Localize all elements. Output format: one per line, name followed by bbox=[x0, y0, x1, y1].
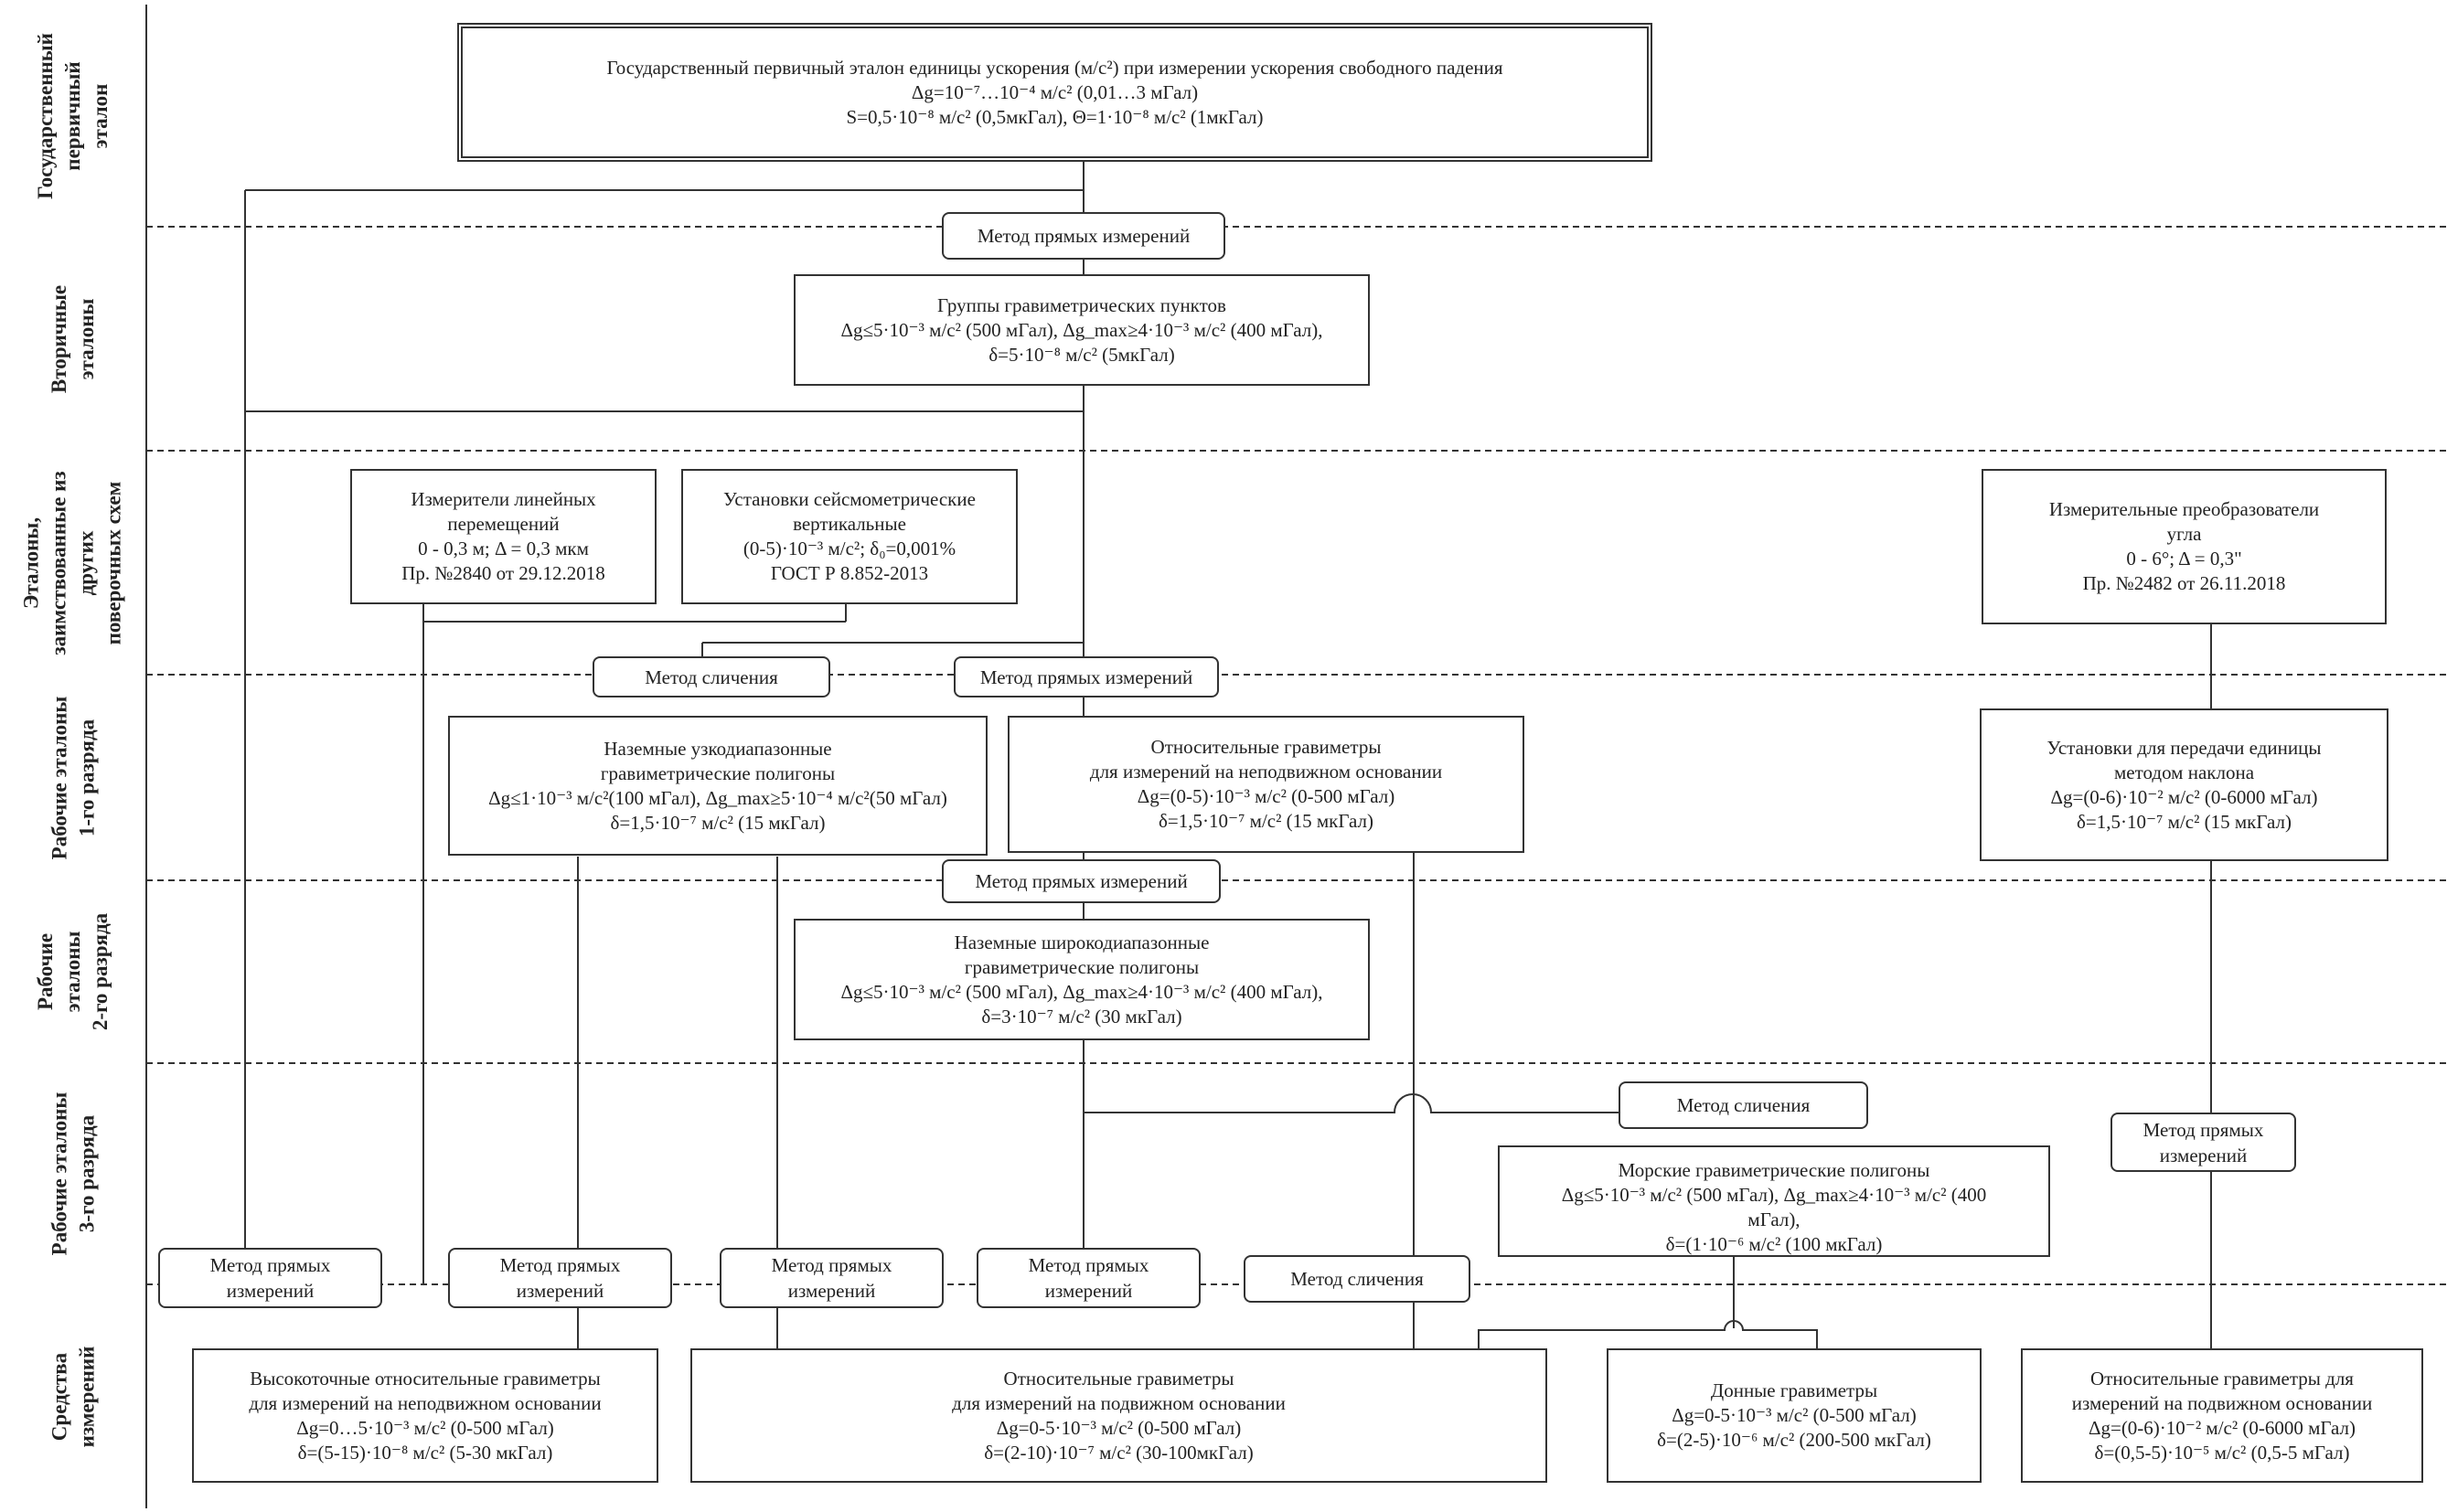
method-direct-measurement: Метод прямых измерений bbox=[158, 1248, 382, 1308]
method-direct-measurement: Метод прямых измерений bbox=[977, 1248, 1201, 1308]
method-direct-measurement: Метод прямых измерений bbox=[720, 1248, 944, 1308]
method-comparison: Метод сличения bbox=[1244, 1255, 1470, 1303]
primary-standard-box: Государственный первичный эталон единицы… bbox=[457, 23, 1652, 162]
relative-gravimeters-moving-box: Относительные гравиметры для измерений н… bbox=[690, 1348, 1547, 1483]
seismometric-installations-box: Установки сейсмометрические вертикальные… bbox=[681, 469, 1018, 604]
narrowband-polygons-box: Наземные узкодиапазонные гравиметрически… bbox=[448, 716, 988, 856]
method-comparison: Метод сличения bbox=[1619, 1081, 1868, 1129]
linear-displacement-box: Измерители линейных перемещений 0 - 0,3 … bbox=[350, 469, 657, 604]
marine-polygons-box: Морские гравиметрические полигоны Δg≤5·1… bbox=[1498, 1145, 2050, 1257]
bottom-gravimeters-box: Донные гравиметры Δg=0-5·10⁻³ м/с² (0-50… bbox=[1607, 1348, 1982, 1483]
method-direct-measurement: Метод прямых измерений bbox=[942, 859, 1221, 903]
method-direct-measurement: Метод прямых измерений bbox=[448, 1248, 672, 1308]
gravimetric-points-box: Группы гравиметрических пунктов Δg≤5·10⁻… bbox=[794, 274, 1370, 386]
method-direct-measurement: Метод прямых измерений bbox=[942, 212, 1225, 260]
method-direct-measurement: Метод прямых измерений bbox=[954, 656, 1219, 697]
relative-gravimeters-fixed-box: Относительные гравиметры для измерений н… bbox=[1008, 716, 1524, 853]
angle-transducers-box: Измерительные преобразователи угла 0 - 6… bbox=[1982, 469, 2387, 624]
method-comparison: Метод сличения bbox=[593, 656, 830, 697]
method-direct-measurement: Метод прямых измерений bbox=[2110, 1113, 2296, 1172]
relative-gravimeters-moving-2-box: Относительные гравиметры для измерений н… bbox=[2021, 1348, 2423, 1483]
wideband-polygons-box: Наземные широкодиапазонные гравиметричес… bbox=[794, 919, 1370, 1040]
tilt-transfer-installations-box: Установки для передачи единицы методом н… bbox=[1980, 708, 2388, 861]
high-precision-gravimeters-box: Высокоточные относительные гравиметры дл… bbox=[192, 1348, 658, 1483]
